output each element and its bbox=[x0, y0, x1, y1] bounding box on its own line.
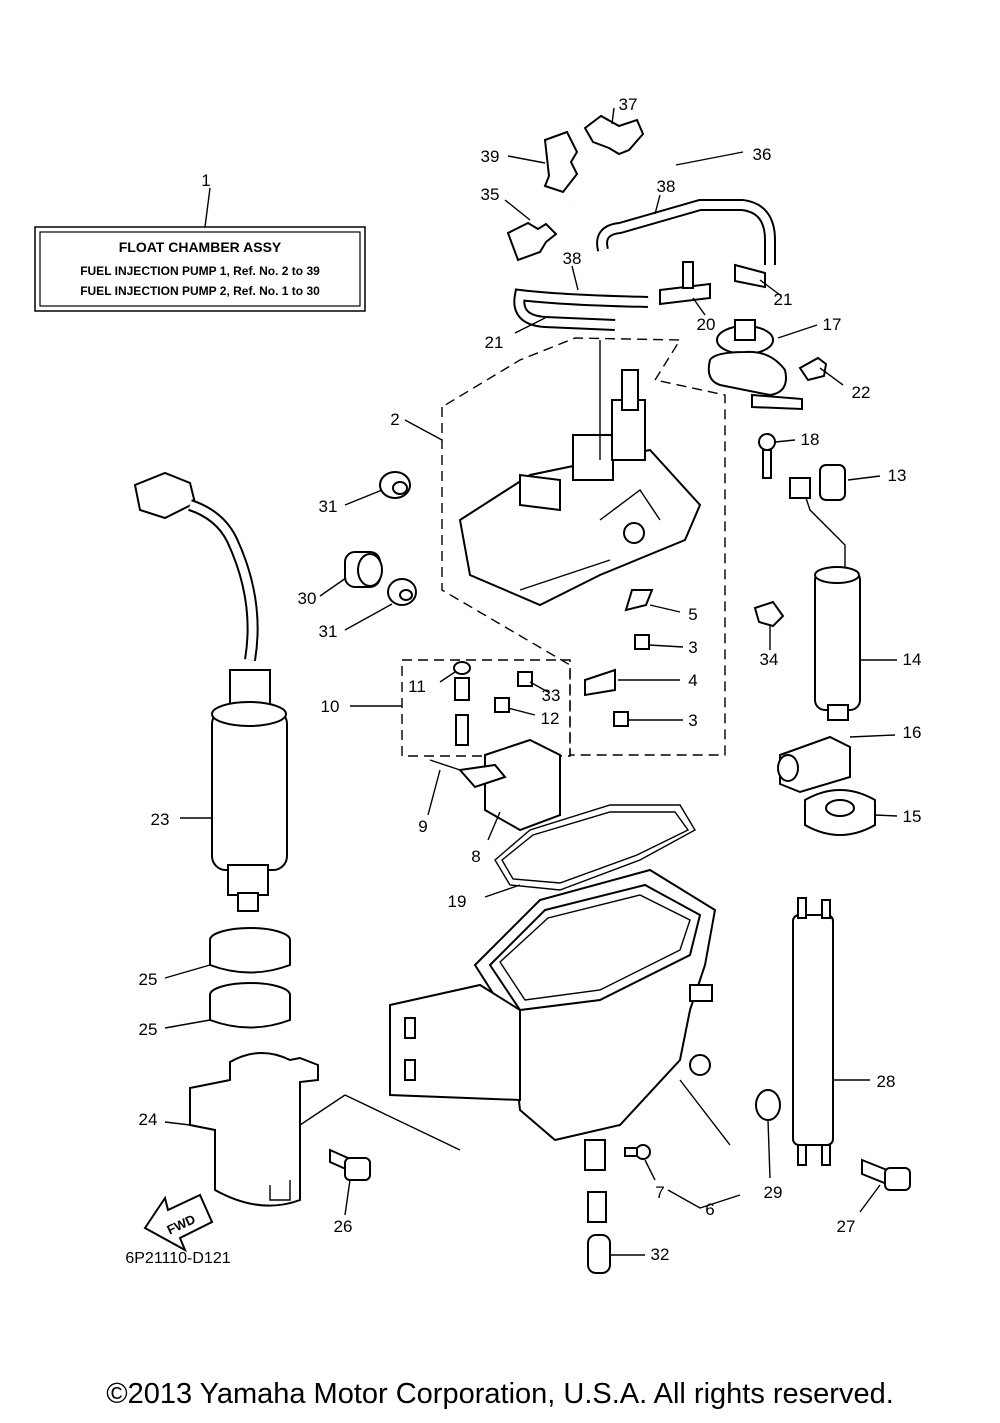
callouts: 37 39 36 38 35 38 21 20 17 21 22 2 18 13… bbox=[139, 95, 922, 1264]
pump-bracket-left bbox=[164, 1051, 461, 1216]
callout-12: 12 bbox=[541, 709, 560, 728]
diagram-code: 6P21110-D121 bbox=[125, 1250, 230, 1267]
pressure-regulator bbox=[707, 319, 844, 411]
title-box-line-1: FUEL INJECTION PUMP 1, Ref. No. 2 to 39 bbox=[80, 264, 320, 278]
title-box-heading: FLOAT CHAMBER ASSY bbox=[119, 239, 282, 255]
grommets bbox=[319, 471, 417, 631]
callout-29: 29 bbox=[764, 1183, 783, 1202]
callout-11: 11 bbox=[408, 677, 426, 696]
callout-18: 18 bbox=[801, 430, 820, 449]
screw-and-clip bbox=[753, 433, 796, 650]
callout-3a: 3 bbox=[688, 638, 697, 657]
callout-25a: 25 bbox=[139, 970, 158, 989]
callout-2: 2 bbox=[390, 410, 399, 429]
callout-10: 10 bbox=[321, 697, 340, 716]
callout-36: 36 bbox=[753, 145, 772, 164]
title-box: FLOAT CHAMBER ASSY FUEL INJECTION PUMP 1… bbox=[34, 171, 366, 312]
callout-23: 23 bbox=[151, 810, 170, 829]
callout-22: 22 bbox=[852, 383, 871, 402]
callout-21b: 21 bbox=[485, 333, 504, 352]
callout-39: 39 bbox=[481, 147, 500, 166]
callout-17: 17 bbox=[823, 315, 842, 334]
hoses-group bbox=[504, 107, 781, 334]
callout-31b: 31 bbox=[319, 622, 338, 641]
callout-30: 30 bbox=[298, 589, 317, 608]
callout-15: 15 bbox=[903, 807, 922, 826]
fuel-pump-left bbox=[133, 471, 288, 912]
callout-21a: 21 bbox=[774, 290, 793, 309]
callout-27: 27 bbox=[837, 1217, 856, 1236]
callout-34: 34 bbox=[760, 650, 779, 669]
small-hardware bbox=[350, 589, 684, 746]
callout-38a: 38 bbox=[657, 177, 676, 196]
callout-16: 16 bbox=[903, 723, 922, 742]
pump-bracket-parts bbox=[777, 734, 898, 836]
callout-1: 1 bbox=[201, 171, 210, 190]
callout-3b: 3 bbox=[688, 711, 697, 730]
callout-33: 33 bbox=[542, 686, 561, 705]
callout-37: 37 bbox=[619, 95, 638, 114]
callout-7: 7 bbox=[655, 1183, 664, 1202]
callout-19: 19 bbox=[448, 892, 467, 911]
callout-4: 4 bbox=[688, 671, 697, 690]
title-box-line-2: FUEL INJECTION PUMP 2, Ref. No. 1 to 30 bbox=[80, 284, 320, 298]
callout-13: 13 bbox=[888, 466, 907, 485]
callout-24: 24 bbox=[139, 1110, 158, 1129]
callout-8: 8 bbox=[471, 847, 480, 866]
callout-9: 9 bbox=[418, 817, 427, 836]
rings bbox=[164, 927, 291, 1029]
separator-top-body bbox=[458, 340, 702, 607]
callout-25b: 25 bbox=[139, 1020, 158, 1039]
callout-26: 26 bbox=[334, 1217, 353, 1236]
gasket-cover bbox=[427, 738, 696, 898]
callout-32: 32 bbox=[651, 1245, 670, 1264]
fwd-arrow-icon: FWD bbox=[143, 1193, 214, 1253]
callout-20: 20 bbox=[697, 315, 716, 334]
copyright-notice: ©2013 Yamaha Motor Corporation, U.S.A. A… bbox=[106, 1378, 894, 1410]
assembly-outline bbox=[401, 337, 726, 757]
callout-38b: 38 bbox=[563, 249, 582, 268]
side-filter-parts bbox=[755, 897, 911, 1213]
fuel-pump-right bbox=[789, 464, 897, 721]
callout-5: 5 bbox=[688, 605, 697, 624]
callout-6: 6 bbox=[705, 1200, 714, 1219]
callout-31a: 31 bbox=[319, 497, 338, 516]
callout-28: 28 bbox=[877, 1072, 896, 1091]
callout-14: 14 bbox=[903, 650, 922, 669]
callout-35: 35 bbox=[481, 185, 500, 204]
float-chamber-body bbox=[389, 868, 741, 1209]
drain-parts bbox=[587, 1144, 656, 1274]
